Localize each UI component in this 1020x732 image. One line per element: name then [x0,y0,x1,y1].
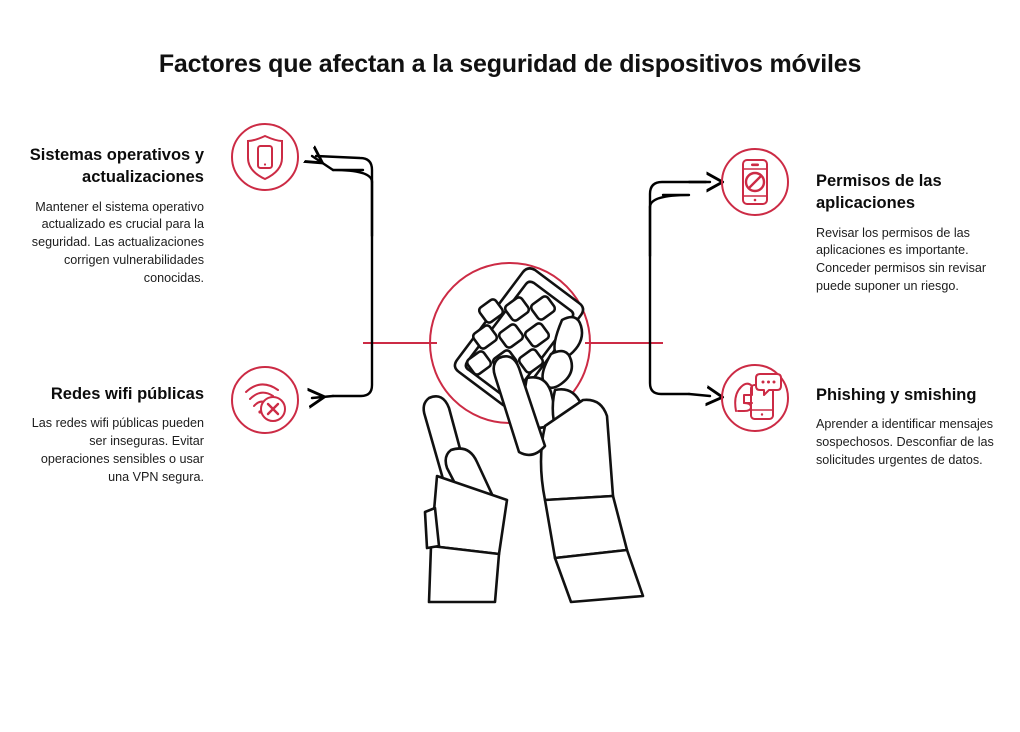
wifi-blocked-icon [231,366,299,434]
left-hand-graphic [422,355,547,604]
phone-message-hand-icon [721,364,789,432]
page-title: Factores que afectan a la seguridad de d… [158,50,862,78]
right-hand-graphic [523,315,645,604]
factor-body-phishing-smishing: Aprender a identificar mensajes sospecho… [816,417,994,468]
factor-heading-permisos-aplicaciones: Permisos de las aplicaciones [816,172,942,213]
factor-body-redes-wifi-publicas: Las redes wifi públicas pueden ser inseg… [31,416,204,484]
phone-prohibited-icon [721,148,789,216]
arrow-to-os-icon [312,156,335,172]
connector-left-bottom [331,180,374,398]
factor-heading-phishing-smishing: Phishing y smishing [816,386,977,404]
factor-block-permisos-aplicaciones: Permisos de las aplicaciones Revisar los… [816,170,996,296]
shield-phone-icon [231,123,299,191]
connector-left-top [331,168,374,238]
factor-block-phishing-smishing: Phishing y smishing Aprender a identific… [816,384,996,470]
factor-heading-redes-wifi-publicas: Redes wifi públicas [50,385,204,403]
arrow-to-wifi-icon [312,396,335,398]
central-illustration [422,262,645,604]
factor-block-sistemas-operativos: Sistemas operativos y actualizaciones Ma… [24,144,204,288]
connector-left-top-elbow [314,154,374,184]
factor-block-redes-wifi-publicas: Redes wifi públicas Las redes wifi públi… [24,383,204,487]
factor-heading-sistemas-operativos: Sistemas operativos y actualizaciones [29,146,204,187]
connector-right-top-elbow [648,180,708,209]
factor-body-permisos-aplicaciones: Revisar los permisos de las aplicaciones… [816,225,987,294]
connector-right-top [648,193,691,258]
factor-body-sistemas-operativos: Mantener el sistema operativo actualizad… [31,199,204,286]
